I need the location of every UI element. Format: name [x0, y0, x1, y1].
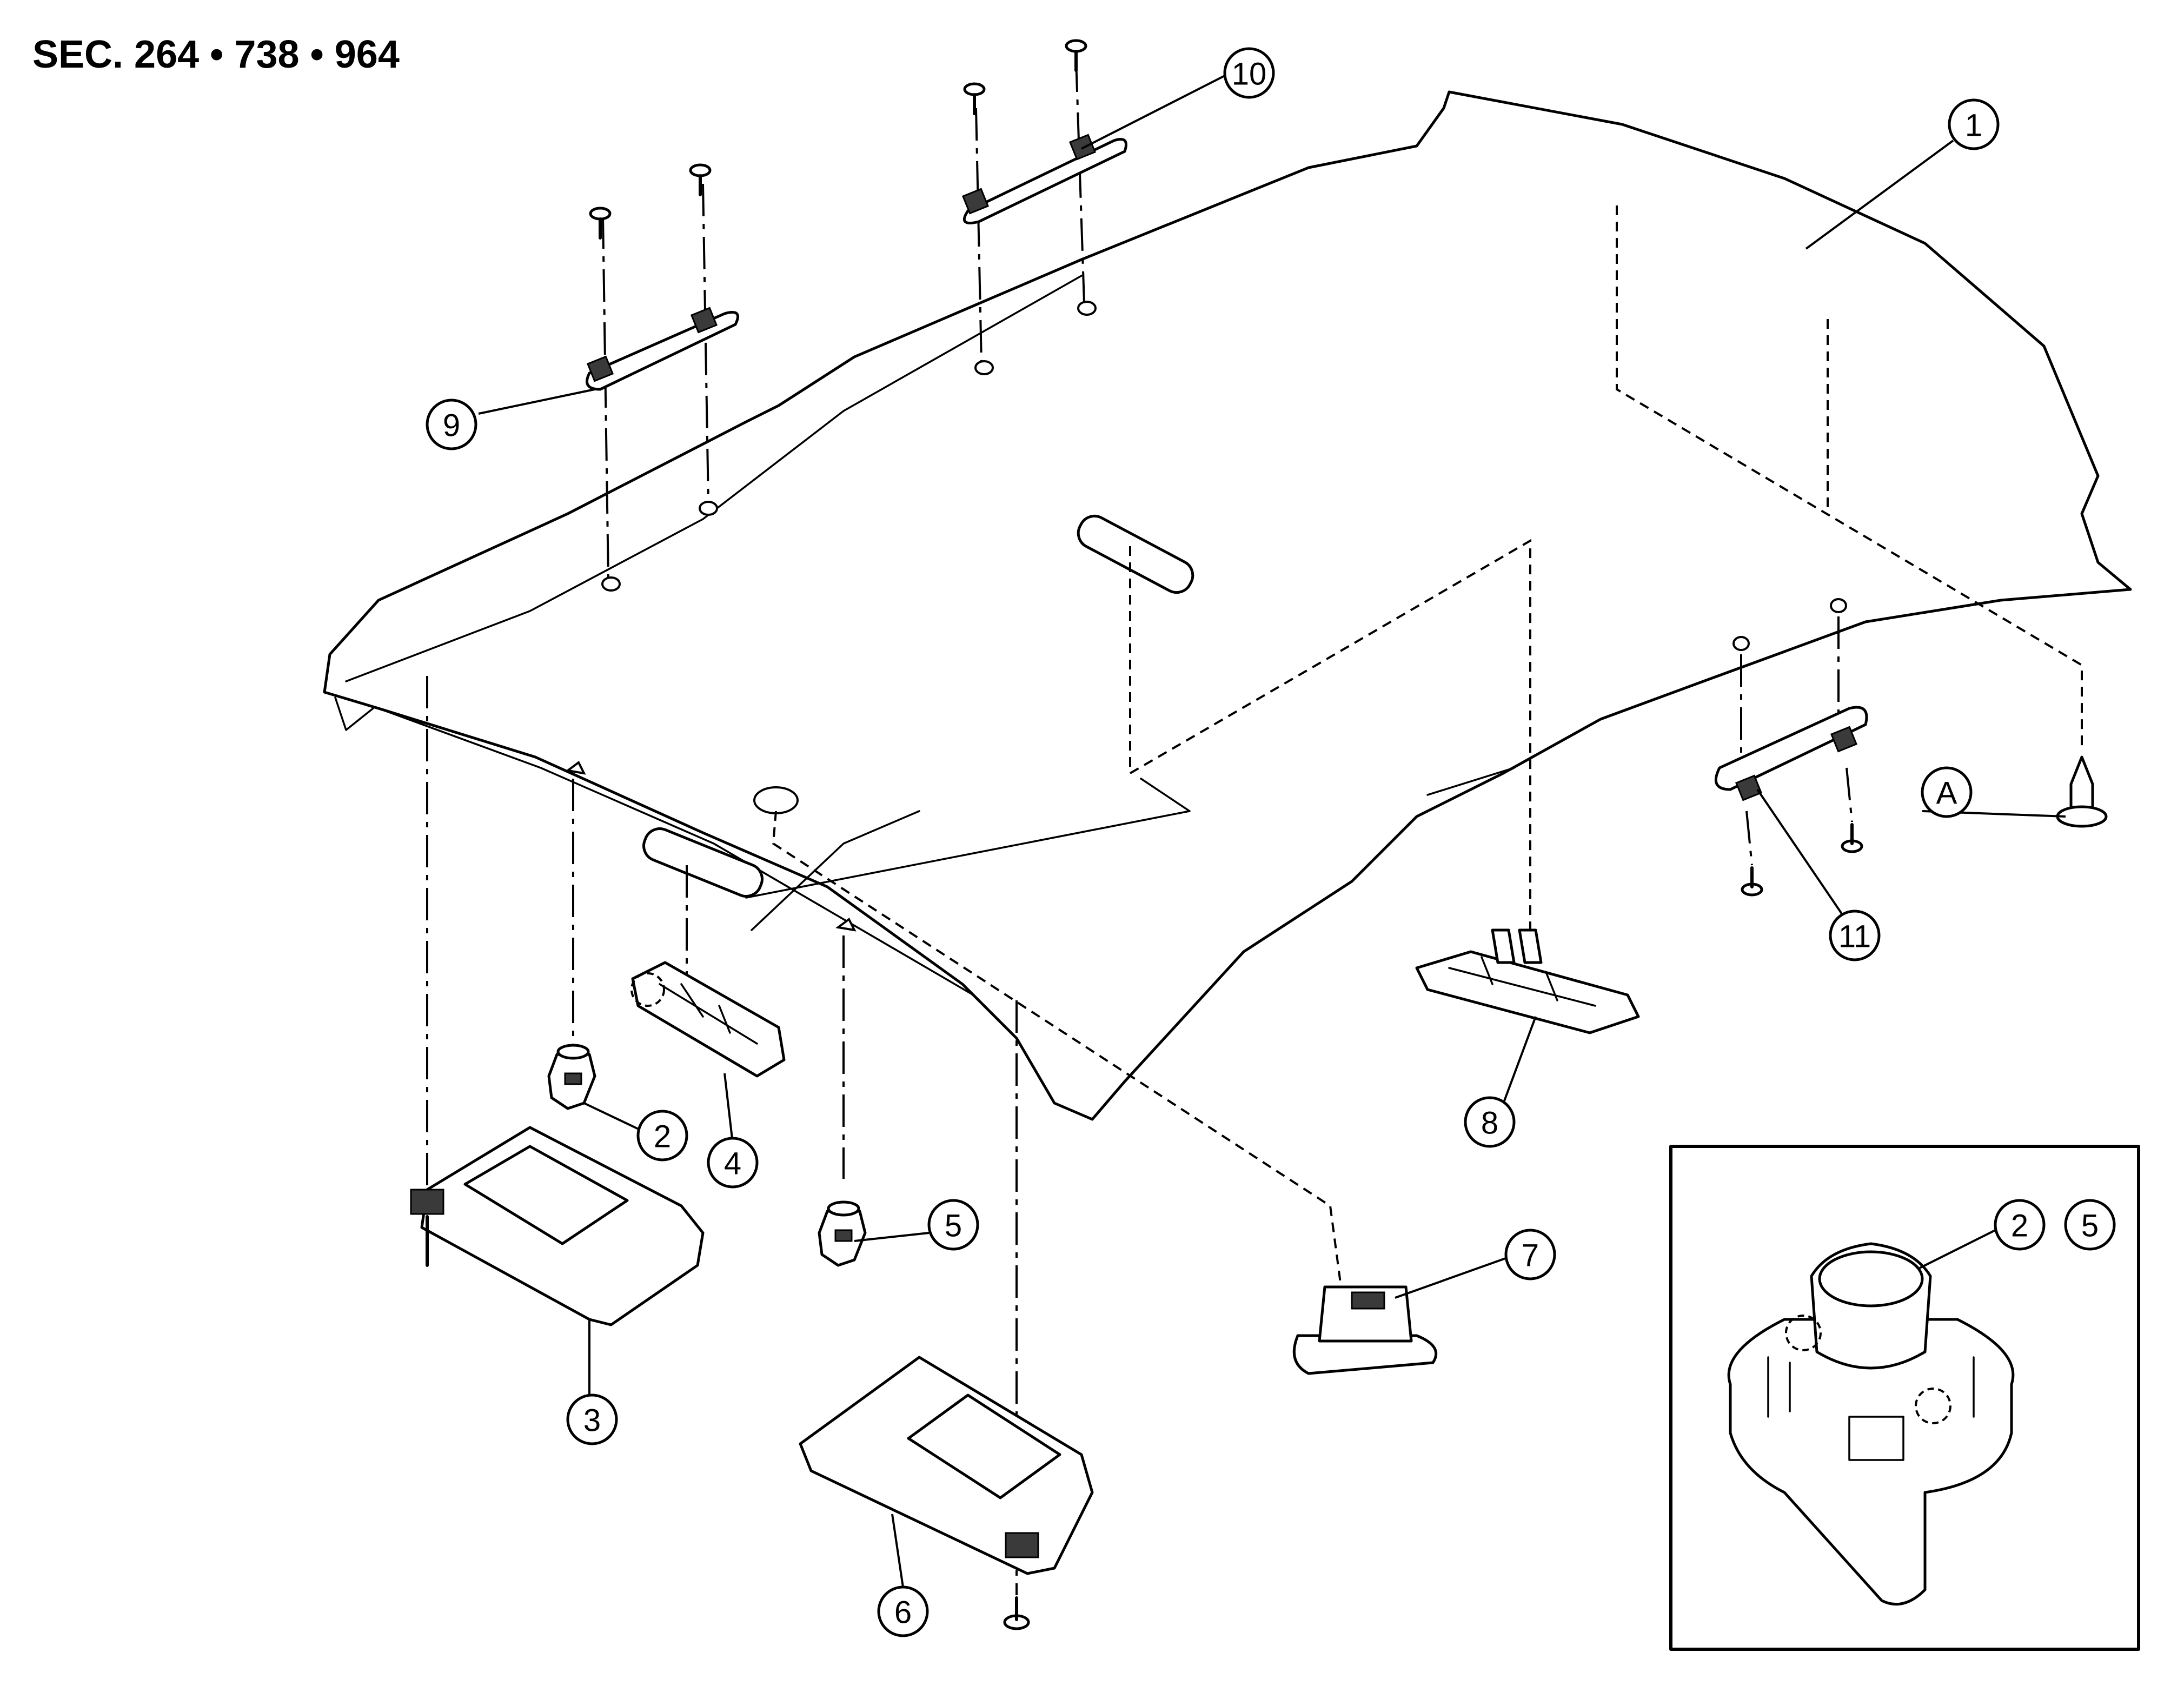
headlining-openings	[642, 514, 1194, 898]
callout-5: 5	[927, 1199, 979, 1251]
screw-icon	[963, 82, 986, 115]
mounting-holes	[565, 301, 1847, 932]
headlining-panel	[323, 90, 2132, 1121]
callout-11: 11	[1829, 910, 1881, 961]
callout-10: 10	[1223, 47, 1275, 99]
section-code-title: SEC. 264 • 738 • 964	[32, 33, 400, 76]
callout-label: 6	[894, 1595, 912, 1630]
callout-3: 3	[566, 1393, 618, 1445]
screw-icon	[1065, 39, 1087, 72]
sun-visor-rh	[799, 1356, 1094, 1575]
screw-icon	[1841, 823, 1863, 853]
callout-detail-5: 5	[2064, 1199, 2116, 1251]
screw-icon	[689, 163, 712, 196]
screw-icon	[1003, 1596, 1030, 1630]
map-lamp-frame	[630, 961, 786, 1078]
holder-detail-drawing	[1727, 1242, 2015, 1606]
callout-2: 2	[636, 1110, 688, 1162]
screws	[589, 39, 1863, 1630]
callout-label: A	[1936, 776, 1957, 811]
screw-icon	[589, 207, 612, 240]
map-lamp-opening	[642, 827, 764, 898]
sun-visor-holder-lh	[547, 1044, 596, 1110]
sun-visor-lh	[410, 1126, 705, 1326]
callout-label: 7	[1522, 1238, 1539, 1273]
sun-visor-holder-rh	[818, 1200, 867, 1267]
callout-label: 3	[583, 1403, 601, 1438]
callout-label: 2	[654, 1119, 671, 1154]
callout-label: 4	[724, 1146, 741, 1182]
callout-label: 9	[443, 408, 460, 443]
leader-lines	[478, 75, 2066, 1588]
dashed-guides	[772, 205, 2083, 1287]
callout-1: 1	[1948, 98, 2000, 150]
detail-frame	[1669, 1145, 2140, 1651]
callout-label: 10	[1232, 57, 1267, 92]
callout-8: 8	[1464, 1096, 1516, 1148]
callout-label: 1	[1965, 108, 1982, 143]
assist-grip-front-lh	[586, 307, 739, 391]
callout-label: 5	[2081, 1209, 2099, 1244]
callout-a: A	[1921, 766, 1973, 818]
callout-6: 6	[877, 1585, 929, 1637]
callout-label: 8	[1481, 1106, 1498, 1141]
callout-label: 2	[2011, 1209, 2028, 1244]
callout-4: 4	[707, 1137, 759, 1189]
rear-lamp	[1415, 928, 1640, 1034]
clip-hole	[753, 786, 799, 814]
screw-icon	[1741, 866, 1763, 897]
room-lamp	[1292, 1285, 1438, 1375]
callout-label: 5	[945, 1209, 962, 1244]
assist-grip-front-rh	[961, 134, 1127, 224]
callout-9: 9	[426, 399, 477, 450]
callout-label: 11	[1838, 919, 1871, 954]
detail-inset	[1669, 1145, 2140, 1651]
room-lamp-opening	[1077, 514, 1194, 594]
assist-grip-rear	[1714, 706, 1868, 801]
callout-detail-2: 2	[1994, 1199, 2046, 1251]
callout-7: 7	[1504, 1229, 1556, 1280]
